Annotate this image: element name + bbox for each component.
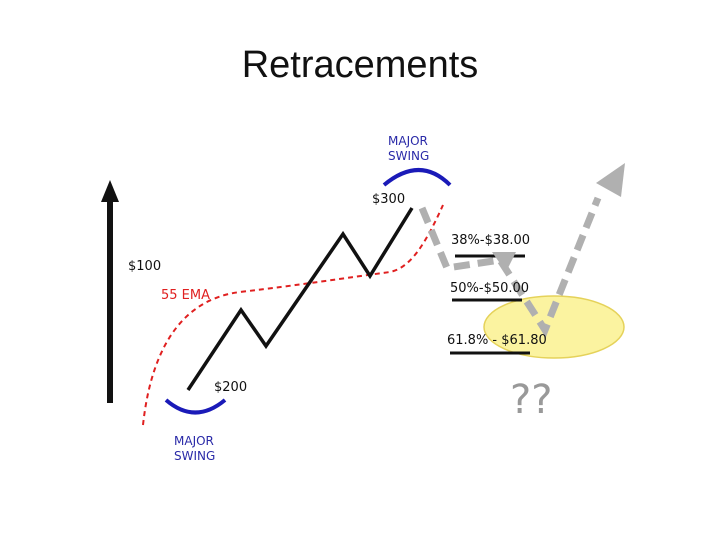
- ema-curve: [142, 204, 444, 426]
- major-swing-top-label-line2: SWING: [388, 149, 429, 163]
- slide-title: Retracements: [241, 44, 479, 86]
- fib-50-label: 50%-$50.00: [450, 281, 529, 296]
- price-axis-arrowhead: [101, 180, 119, 202]
- fib-618-label: 61.8% - $61.80: [447, 333, 547, 348]
- retracement-mid-arrowhead: [492, 252, 516, 272]
- target-zone-ellipse: [483, 295, 625, 359]
- price-300-label: $300: [372, 192, 405, 207]
- major-swing-top-arc: [382, 168, 452, 187]
- price-zigzag-line: [186, 207, 414, 391]
- major-swing-bottom-arc: [164, 398, 227, 415]
- major-swing-bottom-label-line1: MAJOR: [174, 434, 214, 448]
- major-swing-top-label-line1: MAJOR: [388, 134, 428, 148]
- price-200-label: $200: [214, 380, 247, 395]
- question-marks: ??: [510, 377, 552, 423]
- ema-label: 55 EMA: [161, 288, 210, 303]
- price-100-label: $100: [128, 259, 161, 274]
- retracement-arrowhead: [596, 163, 625, 197]
- major-swing-bottom-label-line2: SWING: [174, 449, 215, 463]
- fib-38-label: 38%-$38.00: [451, 233, 530, 248]
- retracement-dashed-path: [418, 196, 602, 338]
